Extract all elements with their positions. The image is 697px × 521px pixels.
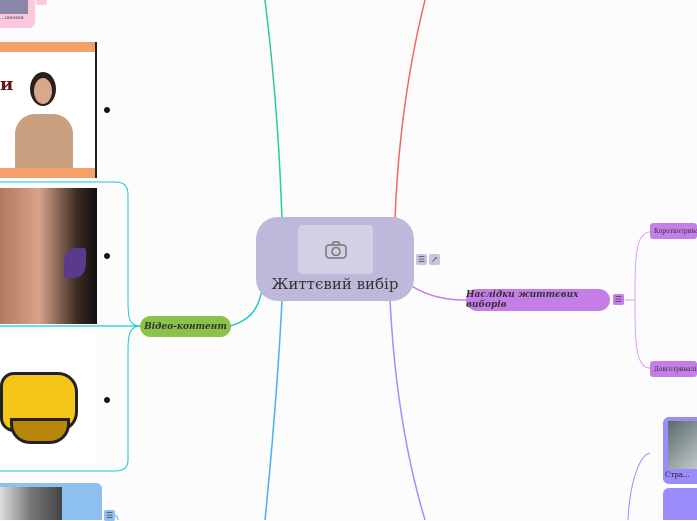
notes-icon[interactable] [36, 0, 47, 5]
branch-consequences[interactable]: Наслідки життєвих виборів [466, 289, 610, 311]
notes-icon[interactable]: ☰ [416, 254, 427, 265]
bullet-icon [104, 397, 110, 403]
image-placeholder[interactable] [298, 225, 373, 274]
central-topic[interactable]: Життєвий вибір [256, 217, 414, 301]
open-link-icon[interactable]: ↗ [429, 254, 440, 265]
image-node-bottom[interactable] [663, 488, 697, 520]
blue-image-node[interactable] [0, 483, 102, 520]
branch-video-content[interactable]: Відео-контент [140, 316, 231, 337]
bullet-icon [104, 253, 110, 259]
video-thumbnail-presenter[interactable]: и [0, 42, 97, 178]
leaf-long-term[interactable]: Довготривалі [650, 361, 697, 377]
notes-icon[interactable]: ☰ [104, 510, 115, 521]
image-node-fear[interactable]: Стра... [663, 417, 697, 484]
fear-node-caption: Стра... [665, 471, 690, 479]
central-topic-title: Життєвий вибір [271, 275, 399, 293]
video-thumbnail-fist[interactable] [0, 332, 97, 468]
pink-node-caption: ...ішення [0, 15, 24, 21]
camera-icon [324, 240, 347, 259]
notes-icon[interactable]: ☰ [613, 294, 624, 305]
video-thumbnail-face[interactable] [0, 188, 97, 324]
pink-image-node[interactable]: ...ішення [0, 0, 35, 28]
leaf-short-term[interactable]: Короткотривалі [650, 223, 697, 239]
bullet-icon [104, 107, 110, 113]
